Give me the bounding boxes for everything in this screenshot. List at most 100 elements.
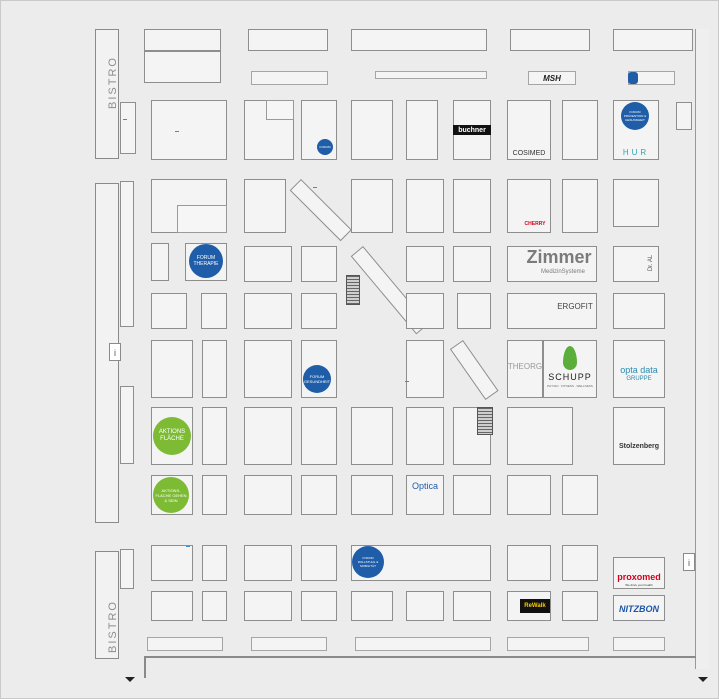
booth-dr-ali[interactable] [613, 246, 659, 282]
booth-r9-4[interactable] [301, 545, 337, 581]
bistro-area-bottom[interactable] [95, 551, 119, 659]
booth-r3-4[interactable] [406, 179, 444, 233]
booth-r4-4[interactable] [301, 246, 337, 282]
booth-r10-5[interactable] [351, 591, 393, 621]
booth-r8-7[interactable] [453, 475, 491, 515]
booth-r2-9[interactable] [562, 100, 598, 160]
booth-msh[interactable] [528, 71, 576, 85]
booth-r3-3[interactable] [351, 179, 393, 233]
booth-r4-6[interactable] [453, 246, 491, 282]
booth-r7-5[interactable] [351, 407, 393, 465]
booth-r2-5[interactable] [351, 100, 393, 160]
booth-r10-4[interactable] [301, 591, 337, 621]
booth-bottom-4[interactable] [507, 637, 589, 651]
booth-r3-2[interactable] [244, 179, 286, 233]
info-point-right[interactable]: i [683, 553, 695, 571]
booth-bottom-3[interactable] [355, 637, 491, 651]
booth-r3-1a[interactable] [177, 205, 227, 233]
booth-r5-2[interactable] [201, 293, 227, 329]
booth-r3-left[interactable] [120, 181, 134, 327]
booth-r10-3[interactable] [244, 591, 292, 621]
forum-bottom-circle[interactable]: FORUM ROLLSTUHL & MOBILITÄT [352, 546, 384, 578]
booth-r9-1[interactable] [151, 545, 193, 581]
booth-r10-1[interactable] [151, 591, 193, 621]
booth-r10-9[interactable] [562, 591, 598, 621]
booth-r10-2[interactable] [202, 591, 227, 621]
booth-r3-7[interactable] [562, 179, 598, 233]
booth-r8-9[interactable] [562, 475, 598, 515]
booth-zimmer[interactable] [507, 246, 597, 282]
booth-r4-3[interactable] [244, 246, 292, 282]
booth-r8-5[interactable] [351, 475, 393, 515]
booth-row-small-1[interactable] [251, 71, 328, 85]
booth-r5-6[interactable] [457, 293, 491, 329]
booth-r8-4[interactable] [301, 475, 337, 515]
booth-cosimed[interactable] [507, 100, 551, 160]
booth-r3-cherry[interactable] [507, 179, 551, 233]
booth-r5-3[interactable] [244, 293, 292, 329]
booth-r6-left[interactable] [120, 386, 134, 464]
booth-row-small-2[interactable] [375, 71, 487, 79]
booth-r5-4[interactable] [301, 293, 337, 329]
booth-r8-3[interactable] [244, 475, 292, 515]
aktion-flaeche-circle[interactable]: AKTIONS FLÄCHE [153, 417, 191, 455]
booth-top-1[interactable] [144, 29, 221, 51]
logo-cherry: CHERRY [524, 221, 546, 227]
booth-ergofit[interactable] [507, 293, 597, 329]
booth-r6-1[interactable] [151, 340, 193, 398]
booth-r2-2[interactable] [151, 100, 227, 160]
booth-r9-7[interactable] [562, 545, 598, 581]
booth-top-5[interactable] [613, 29, 693, 51]
booth-r10-6[interactable] [406, 591, 444, 621]
booth-theorg[interactable] [507, 340, 543, 398]
booth-r7-4[interactable] [301, 407, 337, 465]
forum-circle-small[interactable]: FORUM [317, 139, 333, 155]
booth-stolzenberg[interactable] [613, 407, 665, 465]
booth-r8-2[interactable] [202, 475, 227, 515]
booth-r3-8[interactable] [613, 179, 659, 227]
logo-optadata-sub: GRUPPE [626, 376, 652, 382]
booth-proxomed[interactable] [613, 557, 665, 589]
booth-bottom-5[interactable] [613, 637, 665, 651]
booth-r2-1[interactable] [120, 102, 136, 154]
forum-gesundheit-circle[interactable]: FORUM GESUNDHEIT [303, 365, 331, 393]
booth-bottom-2[interactable] [251, 637, 327, 651]
booth-r3-5[interactable] [453, 179, 491, 233]
booth-r9-6[interactable] [507, 545, 551, 581]
booth-r5-1[interactable] [151, 293, 187, 329]
booth-r7-6[interactable] [406, 407, 444, 465]
booth-optica[interactable] [406, 475, 444, 515]
booth-r5-5[interactable] [406, 293, 444, 329]
booth-r4-1[interactable] [151, 243, 169, 281]
booth-r7-7[interactable] [453, 407, 491, 465]
booth-r6-5[interactable] [406, 340, 444, 398]
booth-top-2[interactable] [248, 29, 328, 51]
info-point-left[interactable]: i [109, 343, 121, 361]
booth-r4-5[interactable] [406, 246, 444, 282]
booth-r9-left[interactable] [120, 549, 134, 589]
booth-r10-7[interactable] [453, 591, 491, 621]
booth-top-1b[interactable] [144, 51, 221, 83]
booth-r9-3[interactable] [244, 545, 292, 581]
booth-optadata[interactable] [613, 340, 665, 398]
booth-r2-11[interactable] [676, 102, 692, 130]
booth-r6-3[interactable] [244, 340, 292, 398]
booth-r7-2[interactable] [202, 407, 227, 465]
logo-nitzbon: NITZBON [619, 604, 659, 614]
forum-therapie-circle[interactable]: FORUM THERAPIE [189, 244, 223, 278]
booth-nitzbon[interactable] [613, 595, 665, 621]
booth-r5-8[interactable] [613, 293, 665, 329]
booth-r9-2[interactable] [202, 545, 227, 581]
aktion-gehen-circle[interactable]: AKTIONS-FLÄCHE GEHEN & SEIN [153, 477, 189, 513]
booth-r7-3[interactable] [244, 407, 292, 465]
booth-r6-2[interactable] [202, 340, 227, 398]
booth-r2-6[interactable] [406, 100, 438, 160]
booth-r7-8[interactable] [507, 407, 573, 465]
forum-circle-top-right[interactable]: FORUM PRÄVENTION & GESUNDHEIT [621, 102, 649, 130]
booth-r2-3a[interactable] [266, 100, 294, 120]
booth-r8-8[interactable] [507, 475, 551, 515]
booth-top-3[interactable] [351, 29, 487, 51]
bistro-area-top[interactable] [95, 29, 119, 159]
booth-top-4[interactable] [510, 29, 590, 51]
booth-bottom-1[interactable] [147, 637, 223, 651]
